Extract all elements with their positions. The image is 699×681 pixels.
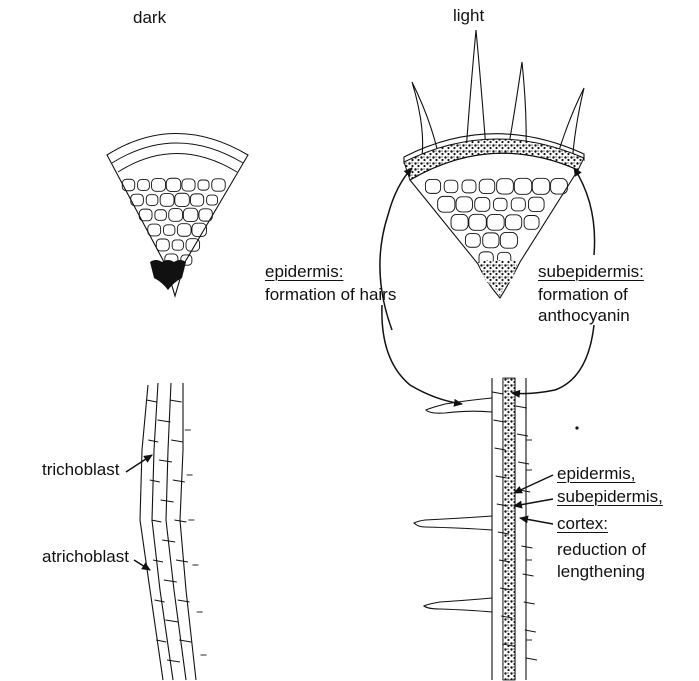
cortex-cell (172, 240, 183, 250)
cortex-cell (425, 179, 440, 193)
cortex-cell (156, 239, 169, 251)
cell-wall (164, 580, 177, 582)
subepidermis-up-arrow-icon (574, 168, 595, 255)
cortex-cell (444, 180, 458, 193)
cortex-cell (155, 210, 167, 221)
cortex-cell (465, 234, 480, 248)
cortex-cell (475, 197, 490, 211)
cell-wall (518, 462, 529, 464)
subepidermis-down-arrow-icon (512, 325, 594, 394)
cortex-cell (451, 214, 468, 230)
cortex-cell (483, 233, 499, 248)
cell-wall (155, 600, 165, 602)
cell-wall (516, 406, 527, 408)
dark-cells (122, 178, 225, 266)
cell-wall (523, 574, 534, 576)
cortex-cell (138, 180, 150, 191)
cortex-cell (438, 196, 455, 212)
cell-wall (153, 560, 163, 562)
cell-wall (148, 440, 158, 442)
cell-wall (157, 420, 170, 422)
cell-wall (521, 546, 532, 548)
dark-cross-section (107, 134, 248, 297)
cortex-cell (177, 224, 191, 237)
cortex-cell (479, 179, 495, 193)
light-cells (425, 178, 567, 265)
cortex-cell (497, 179, 514, 194)
cortex-cell (169, 209, 183, 222)
cell-wall (170, 400, 182, 402)
cortex-cell (207, 195, 218, 205)
cortex-cell (511, 198, 525, 211)
cortex-cell (152, 179, 166, 192)
cortex-cell (505, 215, 521, 230)
subepidermis-arrow-icon (514, 499, 553, 506)
dark-long-cell-walls (147, 400, 207, 662)
cortex-cell (494, 198, 507, 210)
cortex-cell (183, 208, 198, 221)
cortex-cell (122, 179, 134, 190)
speck (575, 426, 578, 429)
cortex-cell (212, 179, 225, 191)
cortex-cell (524, 216, 539, 230)
epidermis-down-arrow-icon (382, 305, 462, 404)
cortex-cell (160, 194, 174, 207)
cortex-cell (164, 225, 175, 235)
cell-wall (176, 560, 188, 562)
cortex-cell (487, 214, 504, 230)
cortex-cell (190, 194, 203, 206)
epidermis-up-arrow-icon (380, 168, 412, 330)
cortex-cell (146, 195, 158, 206)
light-cross-section (404, 30, 584, 298)
cortex-cell (514, 178, 531, 194)
cortex-cell (469, 214, 486, 230)
cortex-cell (166, 178, 181, 191)
cell-wall (151, 520, 161, 522)
cortex-cell (198, 180, 209, 190)
cell-wall (171, 440, 183, 442)
cortex-cell (532, 178, 549, 194)
atrichoblast-arrow-icon (134, 560, 150, 570)
cell-wall (492, 392, 503, 394)
cell-wall (150, 480, 160, 482)
cell-wall (178, 600, 190, 602)
cell-wall (165, 620, 178, 622)
cell-wall (173, 480, 185, 482)
epidermis-arrow-icon (514, 475, 553, 493)
cortex-arrow-icon (520, 518, 553, 524)
cell-wall (524, 602, 535, 604)
cell-wall (159, 460, 172, 462)
cortex-cell (456, 197, 472, 212)
cell-wall (147, 400, 157, 402)
cell-wall (526, 658, 537, 660)
light-longitudinal-section (414, 378, 553, 680)
cell-wall (167, 660, 180, 662)
trichoblast-arrow-icon (126, 455, 152, 472)
dark-longitudinal-section (126, 383, 207, 680)
cortex-cell (500, 232, 517, 248)
cortex-cell (462, 180, 476, 193)
cortex-cell (175, 193, 190, 206)
cortex-cell (528, 197, 544, 211)
cortex-cell (182, 179, 195, 191)
